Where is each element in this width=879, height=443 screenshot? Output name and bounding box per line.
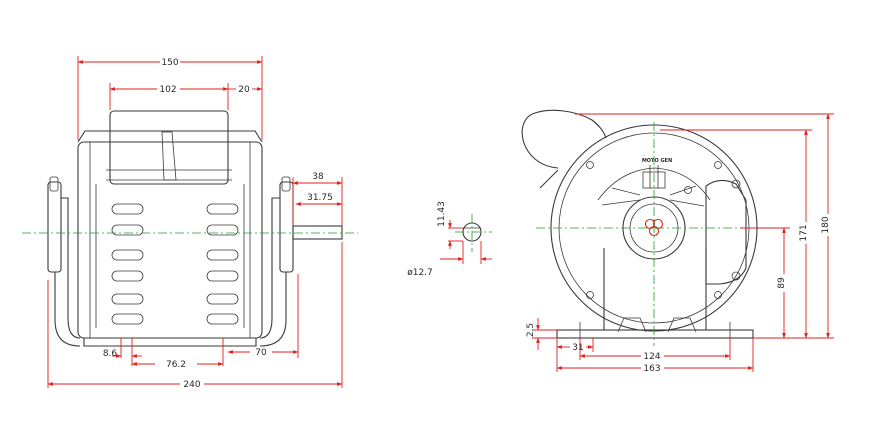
pedestal — [603, 248, 707, 331]
side-housing-outline — [521, 109, 607, 169]
motor-shaft — [292, 225, 343, 240]
dim-shaft-length: 38 — [312, 172, 324, 182]
dim-height-180: 180 — [821, 216, 831, 233]
base-plate — [556, 329, 754, 339]
left-mounting-bracket — [47, 176, 81, 347]
brand-label: MOTO GEN — [642, 158, 672, 164]
dim-slot-offset: 31 — [572, 343, 583, 353]
side-dimensions: 2.5 31 124 163 89 171 180 — [526, 113, 834, 374]
dim-foot-offset: 8.6 — [103, 349, 118, 359]
dim-base-thickness: 2.5 — [526, 323, 536, 337]
housing-bolt — [586, 161, 594, 169]
dim-shaft-key: 31.75 — [307, 193, 333, 203]
dim-hole-spacing: 124 — [643, 352, 660, 362]
housing-bolt — [714, 291, 722, 299]
ventilation-slots — [111, 203, 239, 325]
dim-overall-width: 150 — [161, 58, 178, 68]
housing-bolt — [714, 161, 722, 169]
dim-box-offset: 20 — [238, 85, 250, 95]
dim-height-171: 171 — [799, 224, 809, 241]
right-mounting-bracket — [259, 176, 294, 347]
dim-key-height: 11.43 — [437, 201, 447, 227]
housing-bolt — [684, 186, 692, 194]
dim-foot-spacing: 76.2 — [166, 360, 186, 370]
front-view — [22, 110, 358, 347]
dim-diameter: ø12.7 — [407, 268, 433, 278]
front-dimensions: 150 102 20 38 31.75 8.6 76.2 70 — [47, 56, 343, 390]
side-view: MOTO GEN — [521, 109, 770, 346]
shaft-section: 11.43 ø12.7 — [407, 201, 492, 278]
dim-shaft-height: 89 — [777, 277, 787, 289]
dim-base-width: 163 — [643, 364, 660, 374]
dim-total-length: 240 — [183, 380, 200, 390]
dim-box-width: 102 — [159, 85, 176, 95]
housing-bolt — [586, 291, 594, 299]
motor-body-outline — [77, 130, 263, 347]
terminal-box — [106, 110, 232, 185]
dim-foot-to-shaft: 70 — [255, 348, 267, 358]
capacitor-housing — [705, 179, 747, 285]
terminal-block — [601, 165, 705, 207]
